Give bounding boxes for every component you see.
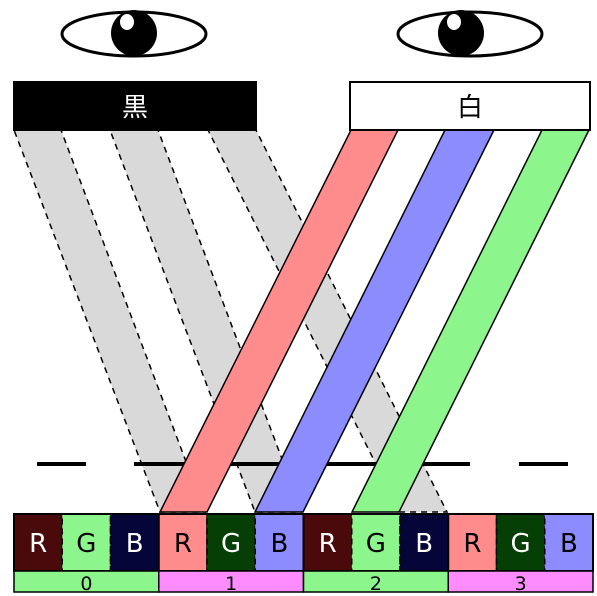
subpixel-label: B [126, 529, 144, 559]
black-box: 黒 [13, 81, 257, 131]
subpixel-label: B [415, 529, 433, 559]
subpixel-label: B [270, 529, 288, 559]
pixel-index-cell: 2 [302, 570, 449, 595]
subpixel-cell: B [254, 513, 305, 572]
subpixel-cell: B [399, 513, 449, 572]
subpixel-label: G [511, 529, 531, 559]
subpixel-cell: R [447, 513, 498, 572]
pixel-index-label: 3 [515, 573, 527, 595]
subpixel-label: R [174, 529, 192, 559]
pixel-index-label: 0 [80, 573, 92, 595]
subpixel-cell: G [351, 513, 401, 572]
subpixel-cell: G [61, 513, 112, 572]
pixel-index-label: 2 [370, 573, 382, 595]
subpixel-cell: B [544, 513, 594, 572]
pixel-index-label: 1 [225, 573, 237, 595]
eye-left-icon [60, 10, 208, 58]
white-label: 白 [457, 93, 483, 123]
pixel-index-row: 0 1 2 3 [13, 570, 594, 595]
subpixel-label: R [319, 529, 337, 559]
subpixel-label: B [560, 529, 578, 559]
subpixel-label: G [76, 529, 96, 559]
black-label: 黒 [122, 93, 148, 123]
pixel-index-cell: 1 [158, 570, 305, 595]
subpixel-cell: R [302, 513, 353, 572]
subpixel-cell: R [158, 513, 208, 572]
pixel-index-cell: 0 [13, 570, 160, 595]
subpixel-cell: R [13, 513, 63, 572]
white-box: 白 [349, 81, 591, 131]
subpixel-cell: G [206, 513, 256, 572]
pixel-index-cell: 3 [447, 570, 594, 595]
subpixel-label: R [29, 529, 47, 559]
subpixel-label: R [463, 529, 481, 559]
white-rays [158, 129, 591, 513]
subpixel-cell: G [495, 513, 546, 572]
subpixel-label: G [366, 529, 386, 559]
subpixel-label: G [221, 529, 241, 559]
eye-right-icon [396, 10, 544, 58]
subpixel-cell: B [109, 513, 160, 572]
